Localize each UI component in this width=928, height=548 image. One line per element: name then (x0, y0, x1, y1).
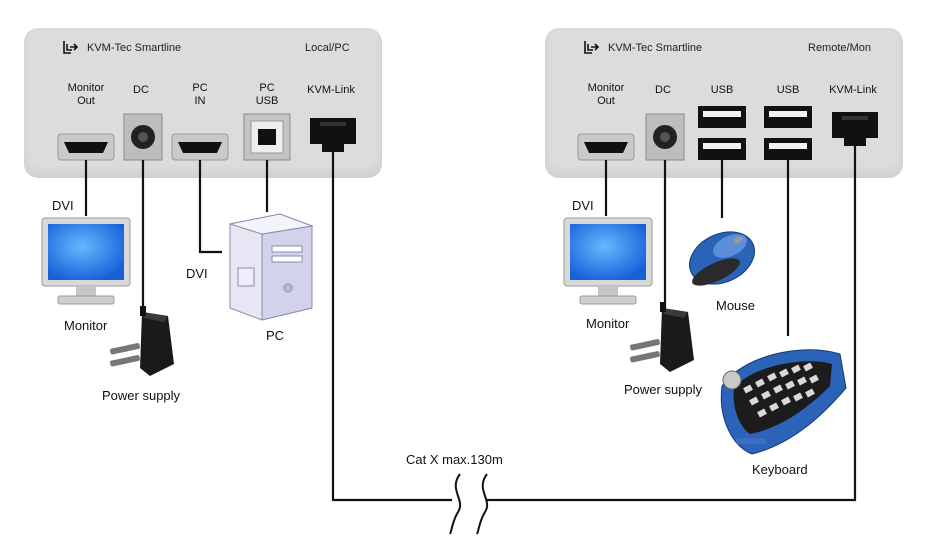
remote-dvi-out-port-icon (577, 133, 635, 161)
keyboard-label: Keyboard (752, 462, 808, 477)
local-monitor-out-label-2: Out (77, 95, 95, 107)
cable-length-label: Cat X max.130m (406, 452, 503, 467)
local-pc-in-label: PC IN (185, 82, 215, 108)
remote-usb-a-port-2-top-icon (764, 106, 812, 128)
local-dvi-out-port-icon (57, 133, 115, 161)
kvm-tec-logo-icon (584, 41, 600, 54)
remote-power-supply-label: Power supply (624, 382, 703, 397)
remote-monitor-out-label: Monitor Out (580, 82, 632, 108)
remote-monitor-icon (563, 217, 653, 305)
remote-dc-label: DC (655, 84, 671, 96)
local-dvi-in-port-icon (171, 133, 229, 161)
remote-monitor-out-label-2: Out (597, 95, 615, 107)
remote-usb1-label: USB (710, 84, 734, 96)
remote-brand-label: KVM-Tec Smartline (608, 42, 703, 54)
local-monitor-out-label-1: Monitor (67, 82, 105, 94)
local-pc-label: PC (266, 328, 285, 343)
remote-kvm-link-label: KVM-Link (829, 84, 877, 96)
kvm-tec-logo-icon (63, 41, 79, 54)
local-dc-port-icon (123, 113, 163, 161)
remote-rj45-port-icon (832, 112, 878, 146)
remote-monitor-out-label-1: Monitor (587, 82, 625, 94)
remote-usb2-label: USB (776, 84, 800, 96)
remote-dc-port-icon (645, 113, 685, 161)
local-monitor-icon (41, 217, 131, 305)
remote-usb-a-port-1-bottom-icon (698, 138, 746, 160)
local-rj45-port-icon (310, 118, 356, 152)
local-dc-label: DC (133, 84, 149, 96)
local-corner-label: Local/PC (305, 42, 350, 54)
local-pc-in-label-2: IN (194, 95, 206, 107)
local-pc-tower-icon (229, 213, 314, 321)
local-monitor-out-label: Monitor Out (60, 82, 112, 108)
local-power-supply-label: Power supply (102, 388, 181, 403)
local-pc-usb-label: PC USB (250, 82, 284, 108)
remote-usb-a-port-1-top-icon (698, 106, 746, 128)
local-pc-in-label-1: PC (192, 82, 208, 94)
remote-corner-label: Remote/Mon (808, 42, 871, 54)
remote-power-supply-icon (630, 302, 694, 372)
remote-usb-a-port-2-bottom-icon (764, 138, 812, 160)
local-dvi-pc-label: DVI (186, 266, 208, 281)
local-pc-usb-label-1: PC (259, 82, 275, 94)
mouse-icon (689, 231, 755, 286)
local-dvi-monitor-label: DVI (52, 198, 74, 213)
local-monitor-label: Monitor (64, 318, 108, 333)
local-power-supply-icon (110, 306, 174, 376)
keyboard-icon (720, 349, 847, 455)
local-brand-label: KVM-Tec Smartline (87, 42, 182, 54)
local-pc-usb-label-2: USB (255, 95, 279, 107)
mouse-label: Mouse (716, 298, 756, 313)
local-kvm-link-label: KVM-Link (307, 84, 355, 96)
remote-dvi-monitor-label: DVI (572, 198, 594, 213)
remote-monitor-label: Monitor (586, 316, 630, 331)
